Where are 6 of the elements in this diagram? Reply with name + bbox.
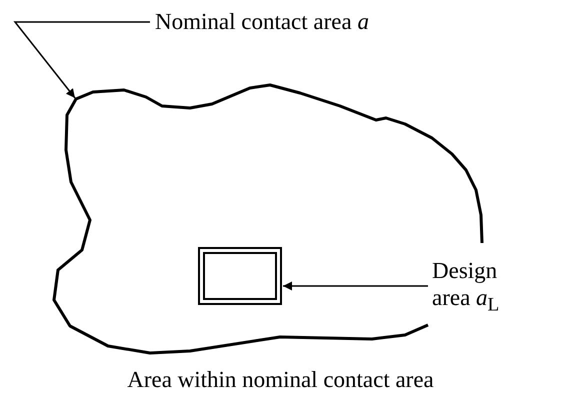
callout-label: Nominal contact area a — [155, 8, 535, 35]
caption: Area within nominal contact area — [127, 367, 434, 392]
callout-label: Design area a$_{L}$ — [432, 257, 512, 319]
leader-line — [13, 21, 150, 98]
leader-line — [283, 282, 428, 290]
design-area-rectangle — [198, 247, 282, 305]
